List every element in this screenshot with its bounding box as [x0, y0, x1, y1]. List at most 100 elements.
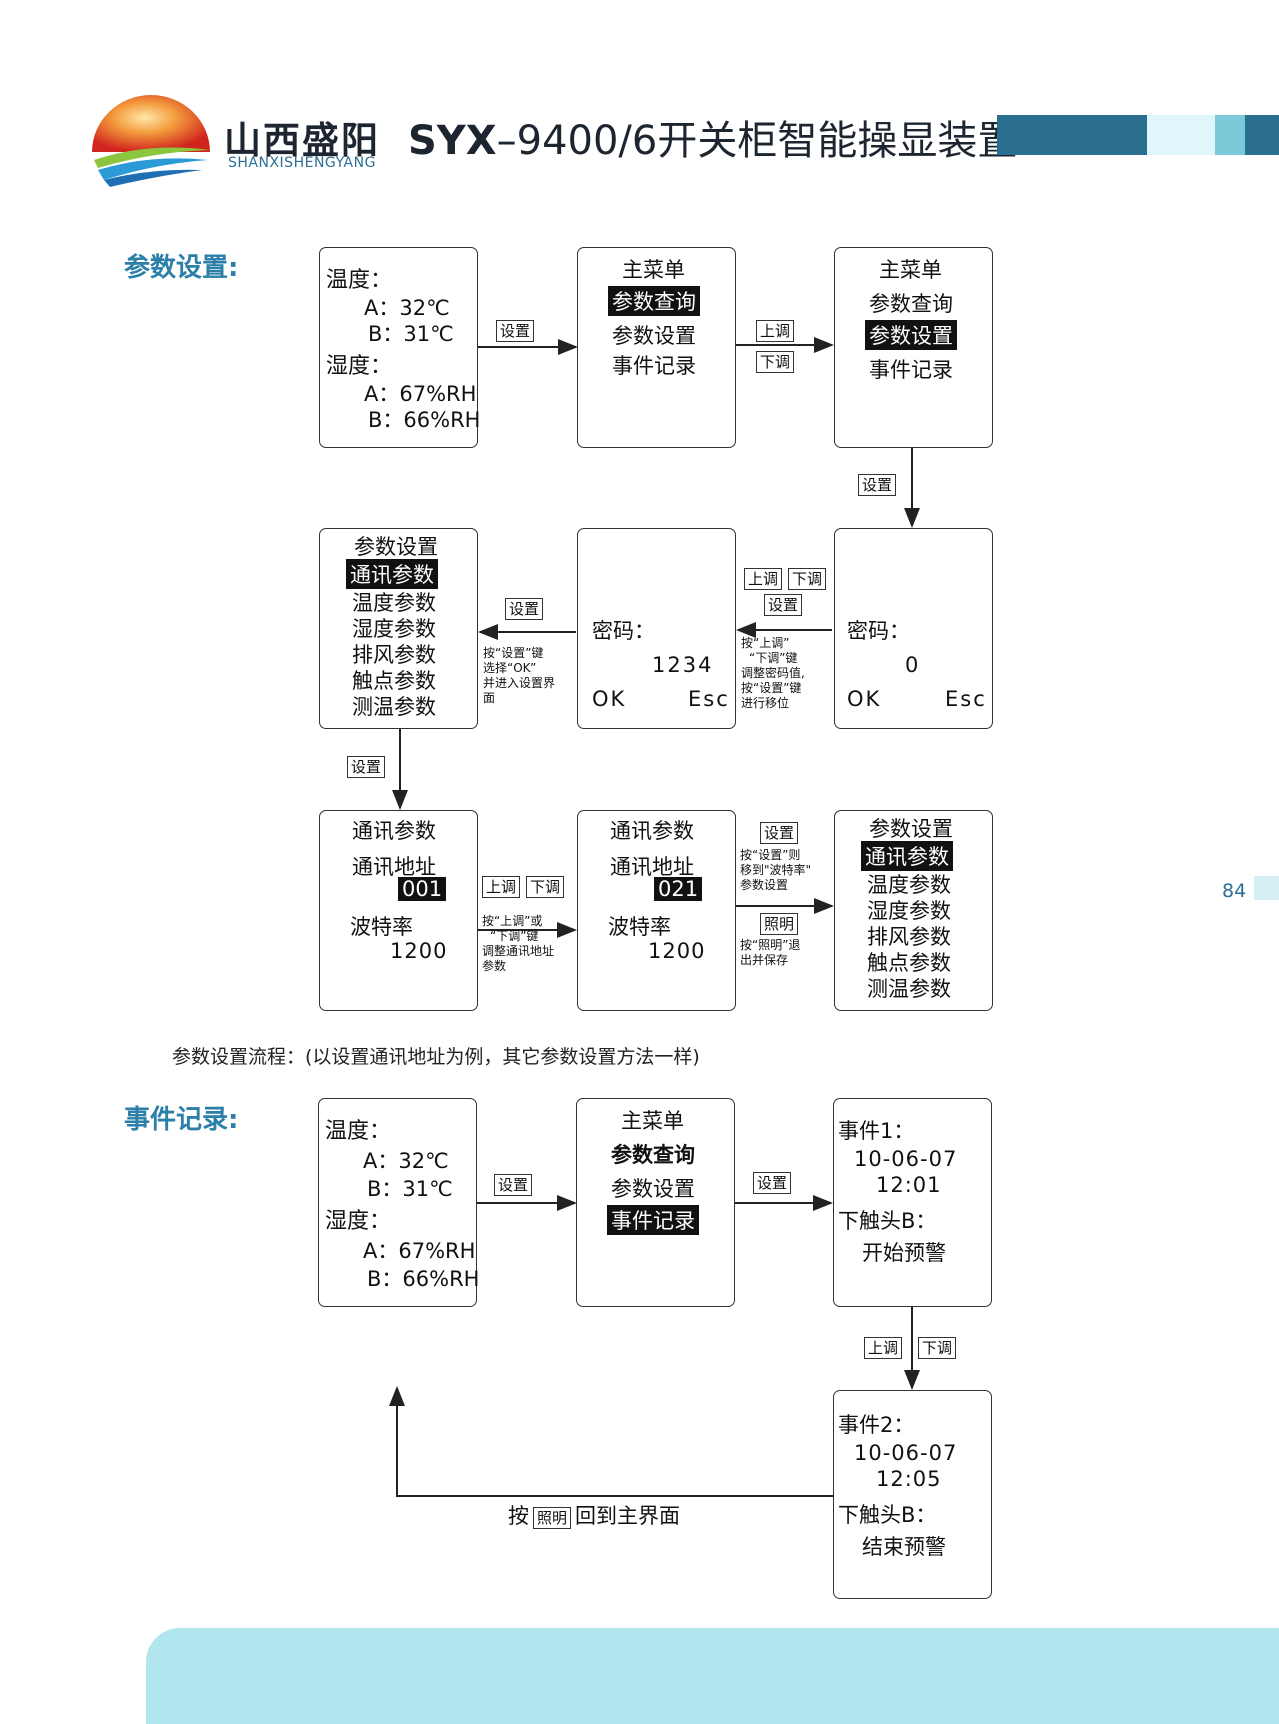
- screen-line: 湿度参数: [867, 899, 951, 923]
- screen-line: B：66%RH: [367, 1267, 480, 1291]
- screen-line-selected: 001: [398, 877, 447, 901]
- screen-line: 密码：: [592, 619, 655, 643]
- screen-line: 事件1：: [838, 1119, 915, 1143]
- footer-band: [146, 1628, 1279, 1724]
- screen-line: 事件记录: [869, 358, 953, 382]
- screen-line: 10-06-07: [854, 1441, 958, 1465]
- screen-event-2: 事件2： 10-06-07 12:05 下触头B： 结束预警: [833, 1390, 992, 1599]
- screen-param-menu: 参数设置 通讯参数 温度参数 湿度参数 排风参数 触点参数 测温参数: [319, 528, 478, 729]
- screen-line: OK: [592, 687, 627, 711]
- key-set: 设置: [760, 822, 799, 844]
- screen-password-1234: 密码： 1234 OK Esc: [577, 528, 736, 729]
- return-label: 按照明回到主界面: [508, 1500, 680, 1530]
- screen-main-menu-settings: 主菜单 参数查询 参数设置 事件记录: [834, 247, 993, 448]
- screen-line: 密码：: [847, 619, 910, 643]
- screen-line: A：67%RH: [364, 382, 477, 406]
- screen-line: 湿度：: [326, 354, 393, 379]
- return-label-suffix: 回到主界面: [575, 1504, 681, 1528]
- key-down: 下调: [788, 568, 827, 590]
- screen-line: 主菜单: [622, 258, 685, 282]
- page-number: 84: [1222, 880, 1247, 902]
- screen-line: 触点参数: [867, 951, 951, 975]
- screen-line: 参数查询: [611, 1143, 695, 1167]
- brand-name-en: SHANXISHENGYANG: [228, 155, 376, 171]
- screen-line: 温度参数: [352, 591, 436, 615]
- screen-line: Esc: [945, 687, 987, 711]
- key-up: 上调: [744, 568, 783, 590]
- screen-line: 1200: [648, 939, 706, 963]
- screen-line: 触点参数: [352, 669, 436, 693]
- screen-line: B：31℃: [367, 1177, 453, 1201]
- screen-line: 0: [905, 653, 919, 677]
- screen-line: 湿度：: [325, 1209, 392, 1234]
- screen-line: 事件记录: [612, 354, 696, 378]
- screen-line: 主菜单: [621, 1109, 684, 1133]
- screen-line: 1234: [652, 653, 714, 677]
- screen-event-1: 事件1： 10-06-07 12:01 下触头B： 开始预警: [833, 1098, 992, 1307]
- product-title: SYX–9400/6开关柜智能操显装置: [408, 108, 1017, 166]
- screen-line: 12:01: [876, 1173, 942, 1197]
- screen-line-selected: 通讯参数: [861, 841, 953, 871]
- product-name: –9400/6开关柜智能操显装置: [496, 118, 1018, 164]
- header-bar-dark: [997, 115, 1147, 155]
- screen-line: 事件2：: [838, 1413, 915, 1437]
- screen-line: 湿度参数: [352, 617, 436, 641]
- screen-line-selected: 参数设置: [865, 320, 957, 350]
- screen-line: 下触头B：: [838, 1503, 937, 1527]
- screen-line: 主菜单: [879, 258, 942, 282]
- screen-line: 结束预警: [862, 1535, 946, 1559]
- key-set: 设置: [753, 1172, 792, 1194]
- screen-line: 1200: [390, 939, 448, 963]
- note-move-baud: 按“设置”则移到"波特率"参数设置: [740, 848, 812, 892]
- screen-line: 温度：: [325, 1119, 392, 1144]
- key-set: 设置: [858, 474, 897, 496]
- screen-line: 参数设置: [354, 535, 438, 559]
- key-up: 上调: [482, 876, 521, 898]
- screen-line-selected: 021: [654, 877, 703, 901]
- screen-line: 参数设置: [612, 324, 696, 348]
- screen-password-0: 密码： 0 OK Esc: [834, 528, 993, 729]
- screen-line: Esc: [688, 687, 730, 711]
- section-title-events: 事件记录:: [124, 1105, 239, 1135]
- screen-line-selected: 事件记录: [607, 1205, 699, 1235]
- header-bar-light: [1147, 115, 1215, 155]
- key-light: 照明: [760, 913, 799, 935]
- screen-line: 温度参数: [867, 873, 951, 897]
- screen-line: 波特率: [350, 915, 413, 939]
- flow-caption: 参数设置流程：(以设置通讯地址为例，其它参数设置方法一样): [172, 1046, 700, 1068]
- screen-param-menu-saved: 参数设置 通讯参数 温度参数 湿度参数 排风参数 触点参数 测温参数: [834, 810, 993, 1011]
- screen-line: 测温参数: [352, 695, 436, 719]
- page-number-tab: [1254, 876, 1279, 900]
- screen-comm-address-021: 通讯参数 通讯地址 021 波特率 1200: [577, 810, 736, 1011]
- screen-line: B：31℃: [368, 322, 454, 346]
- screen-line: 通讯地址: [610, 855, 694, 879]
- screen-line: 温度：: [326, 268, 393, 293]
- key-set: 设置: [764, 594, 803, 616]
- screen-main-menu-events: 主菜单 参数查询 参数设置 事件记录: [576, 1098, 735, 1307]
- screen-line: OK: [847, 687, 882, 711]
- screen-comm-address-001: 通讯参数 通讯地址 001 波特率 1200: [319, 810, 478, 1011]
- company-logo: [92, 95, 210, 187]
- screen-line: A：32℃: [364, 296, 450, 320]
- screen-line: 通讯地址: [352, 855, 436, 879]
- screen-line: B：66%RH: [368, 408, 481, 432]
- screen-line: 排风参数: [352, 643, 436, 667]
- key-set: 设置: [496, 320, 535, 342]
- key-light: 照明: [533, 1507, 572, 1529]
- key-down: 下调: [526, 876, 565, 898]
- screen-line: 10-06-07: [854, 1147, 958, 1171]
- header-bar-end: [1245, 115, 1279, 155]
- screen-line: 通讯参数: [352, 819, 436, 843]
- key-up: 上调: [864, 1337, 903, 1359]
- screen-line: 通讯参数: [610, 819, 694, 843]
- screen-line: A：32℃: [363, 1149, 449, 1173]
- note-exit-save: 按“照明”退出并保存: [740, 938, 801, 967]
- screen-line-selected: 参数查询: [608, 286, 700, 316]
- screen-line: 参数设置: [611, 1177, 695, 1201]
- screen-home-events: 温度： A：32℃ B：31℃ 湿度： A：67%RH B：66%RH: [318, 1098, 480, 1307]
- brand-name-cn: 山西盛阳: [224, 119, 380, 162]
- key-up: 上调: [756, 320, 795, 342]
- model-code: SYX: [408, 118, 497, 164]
- screen-line: A：67%RH: [363, 1239, 476, 1263]
